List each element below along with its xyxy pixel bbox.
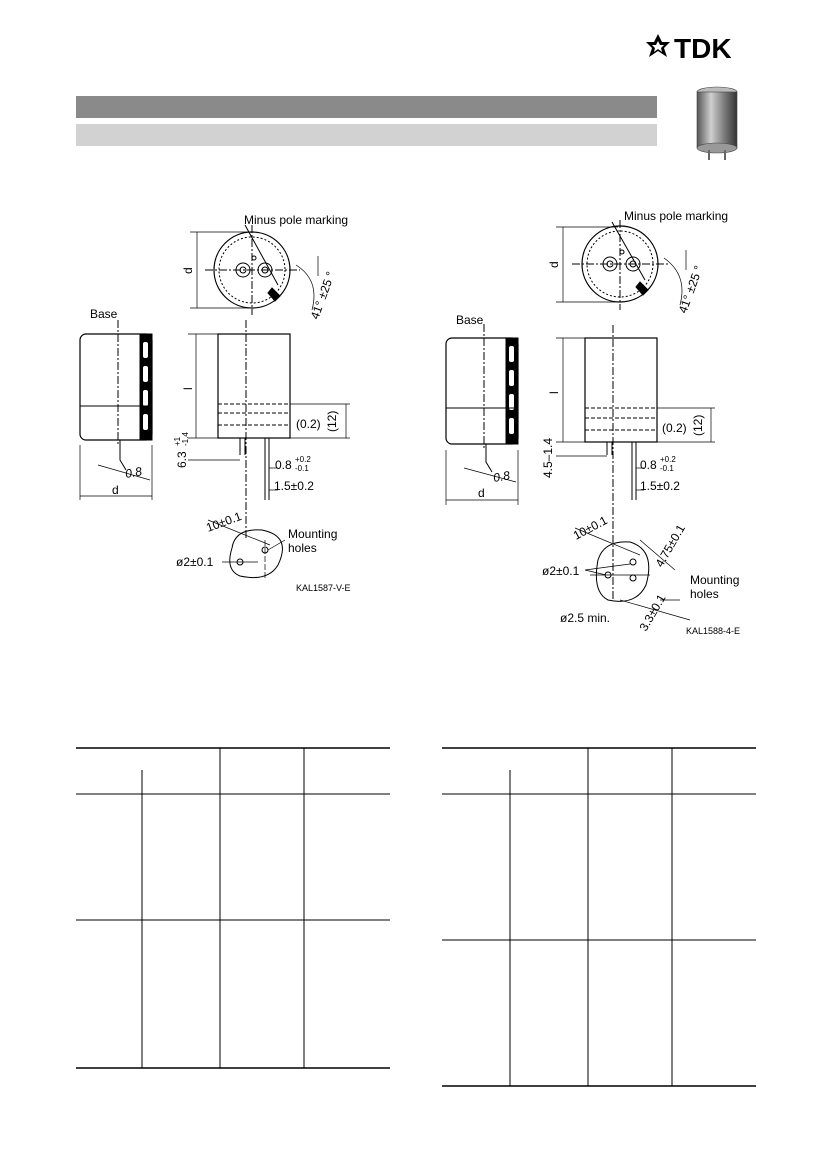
dimensional-drawings: Minus pole marking 41° ±25 ° d Base l (0… <box>79 209 740 636</box>
right-d-bottom-label: d <box>478 486 485 500</box>
left-lead-08b-label: 0.8 <box>124 464 143 481</box>
right-dim-12-label: (12) <box>691 415 705 436</box>
right-lead-08b-label: 0.8 <box>492 468 511 485</box>
capacitor-product-image <box>696 86 738 160</box>
tdk-logo-mark-icon <box>646 34 670 57</box>
right-lead-tol-up: +0.2 <box>660 455 676 464</box>
left-spacing-label: 10±0.1 <box>204 509 244 535</box>
right-spacing-label: 10±0.1 <box>571 513 610 543</box>
tdk-logo: TDK <box>646 33 732 64</box>
right-angle-label: 41° ±25 ° <box>676 263 706 315</box>
left-dim-12-label: (12) <box>325 411 339 432</box>
left-base-label: Base <box>90 307 118 321</box>
left-d-top-label: d <box>181 267 195 274</box>
right-mounting-label: Mounting <box>690 573 739 587</box>
right-dim-45-label: 4.5–1.4 <box>541 438 555 478</box>
right-pitch-label: 1.5±0.2 <box>640 479 680 493</box>
left-hole-dia-label: ø2±0.1 <box>176 555 214 569</box>
left-dim-63-label: 6.3 <box>175 451 189 468</box>
left-dim-63-tol-up: +1 <box>173 436 182 446</box>
left-code-label: KAL1587-V-E <box>296 583 351 593</box>
right-spacing2-label: 4.75±0.1 <box>652 522 688 570</box>
right-l-label: l <box>547 391 561 394</box>
header-bar-light <box>76 124 657 146</box>
left-l-label: l <box>181 387 195 390</box>
left-angle-label: 41° ±25 ° <box>308 269 338 321</box>
right-hole-min-label: ø2.5 min. <box>560 611 610 625</box>
right-dim-02-label: (0.2) <box>662 421 687 435</box>
drawing-right <box>445 220 715 621</box>
right-holes-label: holes <box>690 587 719 601</box>
table-left <box>76 747 390 1069</box>
tdk-logo-text: TDK <box>674 33 732 64</box>
right-base-label: Base <box>456 313 484 327</box>
right-lead-08-label: 0.8 <box>640 458 657 472</box>
right-d-top-label: d <box>547 261 561 268</box>
left-lead-tol-down: -0.1 <box>295 464 309 473</box>
left-dim-02-label: (0.2) <box>296 417 321 431</box>
right-hole-dia-label: ø2±0.1 <box>542 564 580 578</box>
right-minus-pole-label: Minus pole marking <box>624 209 728 223</box>
left-minus-pole-label: Minus pole marking <box>244 213 348 227</box>
left-dim-63-tol-down: -1.4 <box>181 432 190 446</box>
left-lead-08-label: 0.8 <box>275 458 292 472</box>
right-lead-tol-down: -0.1 <box>660 464 674 473</box>
left-pitch-label: 1.5±0.2 <box>274 479 314 493</box>
left-holes-label: holes <box>288 541 317 555</box>
table-right <box>442 747 756 1087</box>
left-mounting-label: Mounting <box>288 527 337 541</box>
left-lead-tol-up: +0.2 <box>295 455 311 464</box>
right-code-label: KAL1588-4-E <box>686 626 740 636</box>
header-bar-dark <box>76 96 657 118</box>
drawing-left <box>79 224 350 580</box>
left-d-bottom-label: d <box>112 483 119 497</box>
